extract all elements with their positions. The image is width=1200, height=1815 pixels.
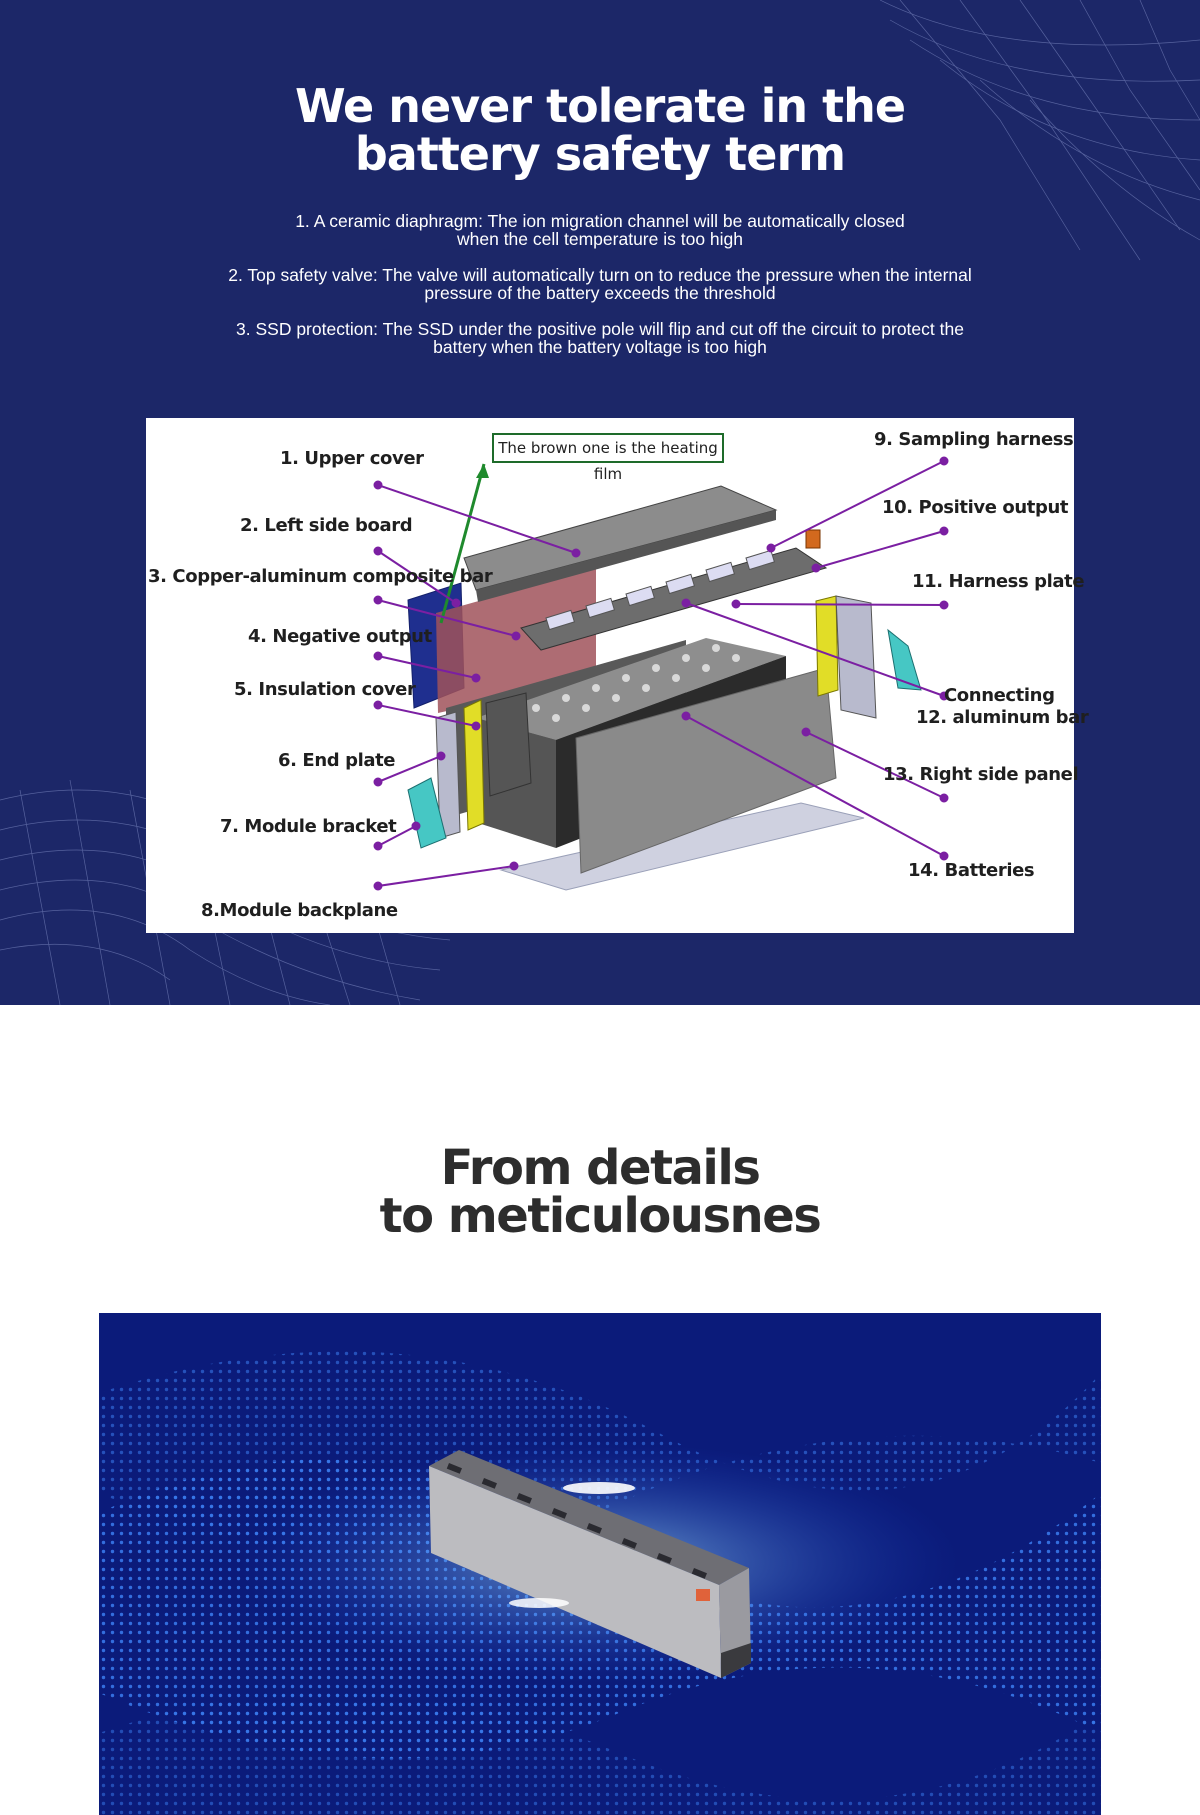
label-positive-output: 10. Positive output (882, 497, 1069, 518)
label-module-bracket: 7. Module bracket (220, 816, 397, 837)
details-heading: From details to meticulousnes (0, 1144, 1200, 1240)
safety-heading: We never tolerate in the battery safety … (0, 82, 1200, 178)
details-heading-line2: to meticulousnes (379, 1188, 822, 1244)
safety-heading-line1: We never tolerate in the (294, 79, 906, 133)
label-insulation-cover: 5. Insulation cover (234, 679, 416, 700)
battery-exploded-diagram: The brown one is the heating film 1. Upp… (146, 418, 1089, 933)
details-heading-line1: From details (440, 1140, 761, 1196)
battery-hero-image (99, 1313, 1101, 1815)
label-copper-aluminum-bar: 3. Copper-aluminum composite bar (148, 566, 493, 587)
safety-point-3: 3. SSD protection: The SSD under the pos… (236, 319, 964, 357)
safety-points: 1. A ceramic diaphragm: The ion migratio… (200, 212, 1000, 374)
label-left-side-board: 2. Left side board (240, 515, 413, 536)
label-harness-plate: 11. Harness plate (912, 571, 1085, 592)
label-module-backplane: 8.Module backplane (201, 900, 398, 921)
label-connecting-aluminum-bar-line2: 12. aluminum bar (916, 707, 1089, 728)
label-right-side-panel: 13. Right side panel (883, 764, 1079, 785)
safety-point-1: 1. A ceramic diaphragm: The ion migratio… (295, 211, 905, 249)
battery-module-3d (429, 1450, 751, 1678)
label-sampling-harness: 9. Sampling harness (874, 429, 1074, 450)
safety-heading-line2: battery safety term (354, 127, 846, 181)
heating-film-note: The brown one is the heating film (492, 433, 724, 483)
safety-section: We never tolerate in the battery safety … (0, 0, 1200, 1005)
label-batteries: 14. Batteries (908, 860, 1035, 881)
label-connecting-aluminum-bar-line1: Connecting (944, 685, 1055, 706)
label-end-plate: 6. End plate (278, 750, 396, 771)
battery-module-illustration (373, 456, 949, 891)
label-upper-cover: 1. Upper cover (280, 448, 424, 469)
label-negative-output: 4. Negative output (248, 626, 432, 647)
safety-point-2: 2. Top safety valve: The valve will auto… (228, 265, 972, 303)
wire-mesh-top-right (880, 0, 1200, 261)
